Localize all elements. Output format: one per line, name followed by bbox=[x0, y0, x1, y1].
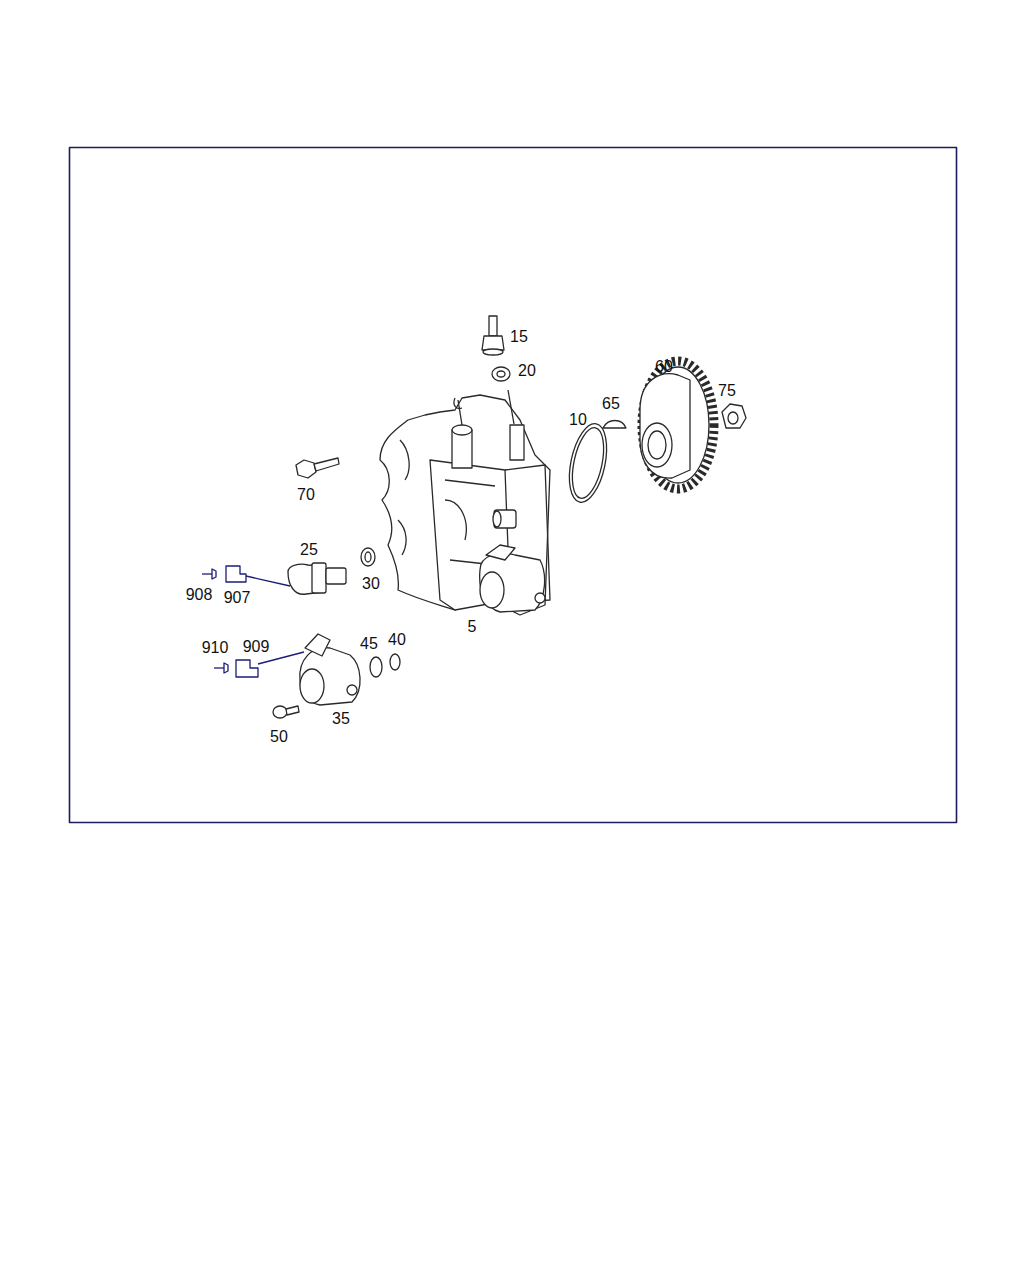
callout-number: 910 bbox=[201, 639, 230, 657]
callout-number: 60 bbox=[654, 358, 674, 376]
callout-number: 15 bbox=[509, 328, 529, 346]
callout-number: 908 bbox=[185, 586, 214, 604]
callout-number: 909 bbox=[242, 638, 271, 656]
callout-number: 35 bbox=[331, 710, 351, 728]
callout-number: 45 bbox=[359, 635, 379, 653]
callout-number: 70 bbox=[296, 486, 316, 504]
callout-number: 50 bbox=[269, 728, 289, 746]
callout-number: 907 bbox=[223, 589, 252, 607]
callout-number: 75 bbox=[717, 382, 737, 400]
callout-number: 20 bbox=[517, 362, 537, 380]
callout-number: 40 bbox=[387, 631, 407, 649]
callout-number: 5 bbox=[467, 618, 478, 636]
callout-number: 30 bbox=[361, 575, 381, 593]
callout-number: 25 bbox=[299, 541, 319, 559]
callout-number: 10 bbox=[568, 411, 588, 429]
callout-number: 65 bbox=[601, 395, 621, 413]
